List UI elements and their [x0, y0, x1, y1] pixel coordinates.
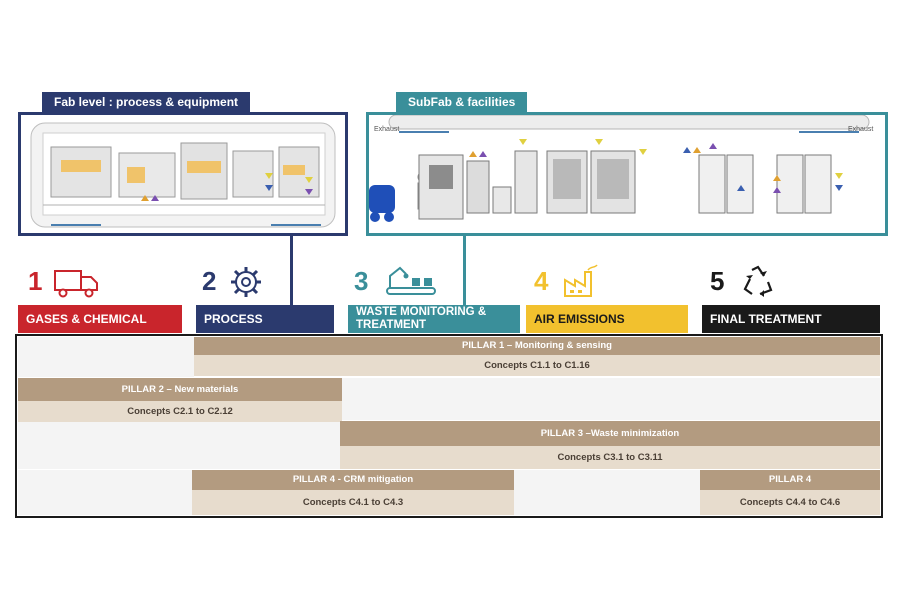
- subfab-connector-line: [463, 236, 466, 306]
- conveyor-icon: [386, 266, 436, 295]
- category-final-treatment: FINAL TREATMENT: [702, 305, 880, 333]
- exhaust-label-right: Exhaust: [848, 126, 874, 133]
- pillar-4b-concepts: Concepts C4.4 to C4.6: [700, 490, 880, 515]
- pillar-4-title: PILLAR 4 - CRM mitigation: [192, 470, 514, 490]
- pillar-4-concepts: Concepts C4.1 to C4.3: [192, 490, 514, 515]
- matrix-empty-cell: [18, 470, 192, 515]
- pillar-3-concepts: Concepts C3.1 to C3.11: [340, 446, 880, 469]
- pillar-2-title: PILLAR 2 – New materials: [18, 378, 342, 401]
- matrix-empty-cell: [514, 470, 700, 515]
- truck-icon: [54, 270, 98, 298]
- pillar-4b-title: PILLAR 4: [700, 470, 880, 490]
- exhaust-label-left: Exhaust: [374, 126, 400, 133]
- category-3-number: 3: [354, 266, 369, 296]
- fab-level-panel: [18, 112, 348, 236]
- matrix-empty-cell: [342, 378, 880, 420]
- category-air-emissions: AIR EMISSIONS: [526, 305, 688, 333]
- subfab-title: SubFab & facilities: [396, 92, 528, 112]
- matrix-empty-cell: [18, 421, 340, 469]
- matrix-empty-cell: [18, 337, 194, 377]
- category-1-number: 1: [28, 266, 43, 296]
- pillar-3-title: PILLAR 3 –Waste minimization: [340, 421, 880, 446]
- subfab-equipment-illustration: [369, 114, 870, 222]
- gear-icon: [231, 267, 261, 297]
- category-waste-monitoring-treatment: WASTE MONITORING & TREATMENT: [348, 305, 520, 333]
- category-process: PROCESS: [196, 305, 334, 333]
- category-gases-chemical: GASES & CHEMICAL: [18, 305, 182, 333]
- pillar-1-concepts: Concepts C1.1 to C1.16: [194, 355, 880, 376]
- pillar-1-title: PILLAR 1 – Monitoring & sensing: [194, 337, 880, 355]
- fab-equipment-illustration: [30, 122, 336, 228]
- fab-connector-line: [290, 236, 293, 306]
- category-2-number: 2: [202, 266, 217, 296]
- category-5-number: 5: [710, 266, 725, 296]
- recycle-icon: [743, 265, 773, 297]
- pillar-2-concepts: Concepts C2.1 to C2.12: [18, 401, 342, 422]
- category-4-number: 4: [534, 266, 549, 296]
- subfab-panel: [366, 112, 888, 236]
- factory-icon: [564, 264, 598, 297]
- fab-level-title: Fab level : process & equipment: [42, 92, 251, 112]
